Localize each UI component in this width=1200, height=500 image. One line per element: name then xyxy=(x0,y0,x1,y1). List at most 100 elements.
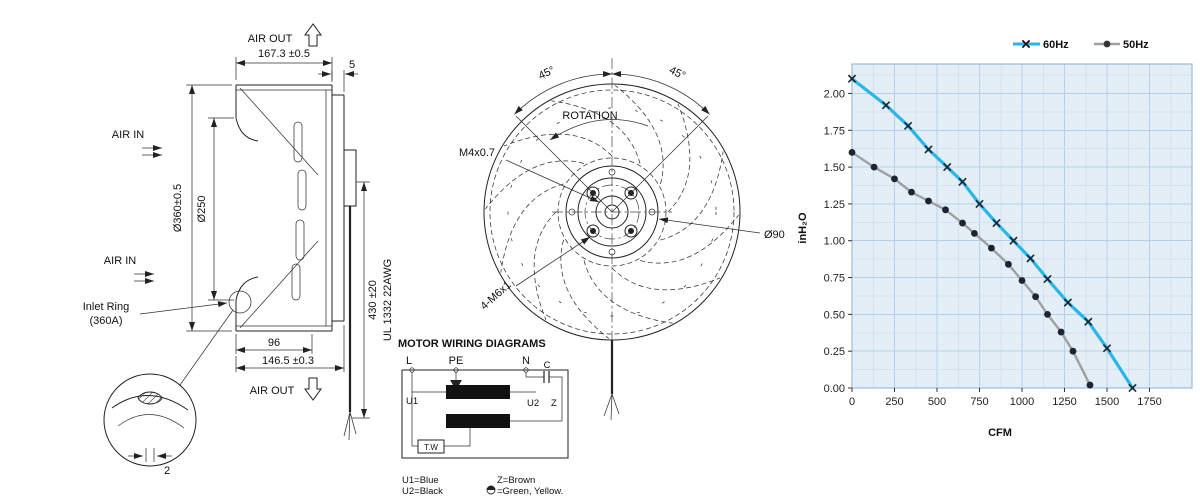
green-yellow-symbol-fill xyxy=(487,486,495,490)
air-out-down-arrow-icon xyxy=(304,377,322,401)
dim-ring-thickness-label: 2 xyxy=(164,465,170,477)
dot-marker-icon xyxy=(1069,347,1077,355)
air-in-lower-label: AIR IN xyxy=(104,255,136,267)
cable-spec-label: UL 1332 22AWG xyxy=(382,259,394,341)
x-marker-icon xyxy=(975,199,984,209)
x-marker-icon xyxy=(992,218,1001,228)
front-view: 45° 45° ROTATION M4x0.7 4-M6x1 Ø90 xyxy=(459,58,785,421)
x-marker-icon xyxy=(881,101,891,110)
inlet-ring-sublabel: (360A) xyxy=(89,315,122,327)
dim-width: 167.3 ±0.5 xyxy=(235,48,333,80)
y-tick-label: 1.50 xyxy=(824,162,845,174)
x-tick-label: 1250 xyxy=(1052,396,1076,408)
dim-inlet-diameter-label: Ø250 xyxy=(196,196,208,223)
dim-plate-thickness: 5 xyxy=(318,59,358,92)
dim-cable-length: 430 ±20 UL 1332 22AWG xyxy=(352,181,394,419)
x-marker-icon xyxy=(958,177,967,186)
x-marker-icon xyxy=(1102,344,1112,353)
angle-right-label: 45° xyxy=(667,64,687,82)
dim-base: 146.5 ±0.3 xyxy=(235,325,345,372)
dim-outer-diameter: Ø360±0.5 xyxy=(172,84,232,332)
x-axis-title: CFM xyxy=(988,427,1012,439)
center-thread-label: M4x0.7 xyxy=(459,147,495,159)
dot-marker-icon xyxy=(1057,328,1065,336)
dot-marker-icon xyxy=(1032,293,1039,301)
y-tick-label: 1.25 xyxy=(824,199,845,211)
air-in-upper-label: AIR IN xyxy=(112,129,144,141)
dim-cable-length-label: 430 ±20 xyxy=(367,280,379,320)
legend-dot-marker-icon xyxy=(1103,40,1111,48)
motor-plate xyxy=(332,94,357,441)
y-tick-label: 1.00 xyxy=(824,236,845,248)
legend-50hz-label: 50Hz xyxy=(1123,39,1149,51)
detail-callout-circle xyxy=(228,290,252,314)
legend-u1: U1=Blue xyxy=(402,475,439,486)
x-tick-label: 750 xyxy=(970,396,988,408)
wiring-box xyxy=(401,369,569,459)
terminal-n-label: N xyxy=(522,355,530,367)
dot-marker-icon xyxy=(988,244,995,252)
dim-plate-label: 5 xyxy=(349,59,355,71)
impeller xyxy=(483,58,741,421)
y-tick-label: 2.00 xyxy=(824,88,845,100)
x-tick-label: 500 xyxy=(928,396,946,408)
legend-green-yellow: =Green, Yellow. xyxy=(497,486,563,497)
y-tick-label: 0.00 xyxy=(824,383,845,395)
rotation-arrow-icon xyxy=(549,119,649,141)
hub-dia-label: Ø90 xyxy=(764,229,785,241)
z-label: Z xyxy=(551,398,557,409)
dot-marker-icon xyxy=(925,197,932,205)
x-tick-label: 250 xyxy=(885,396,903,408)
y-tick-label: 1.75 xyxy=(824,125,845,137)
series-line-50Hz xyxy=(850,151,1092,387)
u2-label: U2 xyxy=(527,398,539,409)
wires xyxy=(411,371,563,447)
dot-marker-icon xyxy=(959,219,966,227)
center-thread-leader xyxy=(505,159,600,203)
air-out-up-arrow-icon xyxy=(304,23,322,47)
dim-depth: 96 xyxy=(235,334,313,354)
air-out-top-label: AIR OUT xyxy=(248,33,293,45)
air-out-bottom-label: AIR OUT xyxy=(250,385,295,397)
terminal-l-label: L xyxy=(406,355,412,367)
dot-marker-icon xyxy=(870,163,878,171)
dot-marker-icon xyxy=(908,188,915,196)
x-marker-icon xyxy=(903,121,913,131)
x-marker-icon xyxy=(1026,254,1035,263)
aux-winding xyxy=(446,414,510,428)
angle-left-label: 45° xyxy=(537,64,557,82)
y-tick-label: 0.25 xyxy=(824,346,845,358)
u1-label: U1 xyxy=(406,396,418,407)
cap-label: C xyxy=(544,360,551,371)
x-marker-icon xyxy=(943,162,952,172)
legend-x-marker-icon xyxy=(1021,39,1031,49)
x-marker-icon xyxy=(924,145,933,154)
x-marker-icon xyxy=(1128,383,1137,393)
x-marker-icon xyxy=(1084,317,1093,326)
dim-depth-label: 96 xyxy=(268,337,280,349)
legend-60hz-label: 60Hz xyxy=(1043,39,1069,51)
mount-holes-label: 4-M6x1 xyxy=(478,279,513,312)
detail-leader xyxy=(179,309,234,386)
wiring-title: MOTOR WIRING DIAGRAMS xyxy=(398,338,546,350)
rotation-label: ROTATION xyxy=(562,110,617,122)
front-cable-fray xyxy=(603,393,620,421)
dim-width-label: 167.3 ±0.5 xyxy=(258,48,310,60)
terminal-box xyxy=(343,149,357,207)
dot-marker-icon xyxy=(1086,381,1094,389)
dot-marker-icon xyxy=(891,175,898,183)
cable-fray xyxy=(343,411,357,441)
impeller-blades xyxy=(485,85,739,339)
mount-holes-leader xyxy=(515,236,591,287)
x-tick-label: 1750 xyxy=(1137,396,1161,408)
wiring-diagram: MOTOR WIRING DIAGRAMS L PE N C U1 U2 Z T… xyxy=(398,338,569,497)
dim-outer-diameter-label: Ø360±0.5 xyxy=(172,184,184,232)
dot-marker-icon xyxy=(1005,260,1012,268)
y-axis-title: inH₂O xyxy=(797,212,809,244)
x-tick-label: 0 xyxy=(849,396,855,408)
chart-legend: 60Hz 50Hz xyxy=(1013,39,1149,51)
dim-base-label: 146.5 ±0.3 xyxy=(262,355,314,367)
tw-label: T.W xyxy=(424,443,438,452)
